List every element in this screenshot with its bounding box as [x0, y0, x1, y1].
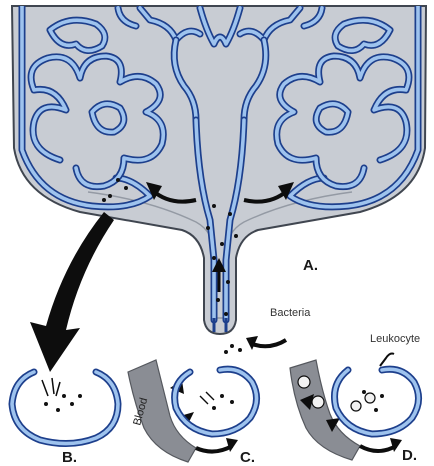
leukocyte-label: Leukocyte: [370, 333, 420, 345]
label-b: B.: [62, 449, 77, 466]
label-d: D.: [402, 447, 417, 464]
blood-vessel-d: [290, 360, 360, 460]
bacteria-label: Bacteria: [270, 307, 311, 319]
bacteria-entry: [224, 336, 286, 354]
panel-d-leukocyte: [290, 354, 419, 461]
label-c: C.: [240, 449, 255, 466]
panel-b-alveolus: [12, 372, 118, 444]
arrow-to-b: [30, 212, 114, 372]
label-a: A.: [303, 257, 318, 274]
panel-c-blood-vessel: [128, 360, 257, 462]
